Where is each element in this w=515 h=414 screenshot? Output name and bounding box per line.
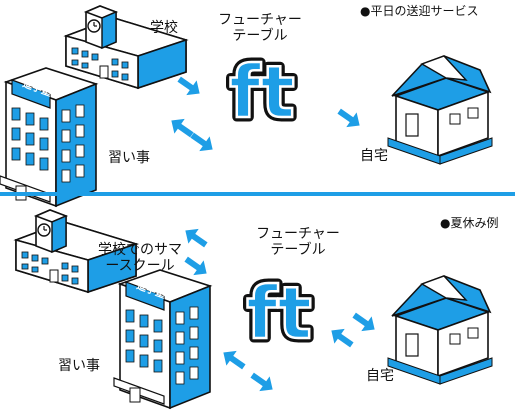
bottom-heading: ●夏休み例 xyxy=(440,216,499,230)
top-panel: ft ft 進学塾 xyxy=(0,5,493,207)
school-label: 学校でのサマースクール xyxy=(98,242,182,274)
panel-divider xyxy=(0,192,515,196)
home-label: 自宅 xyxy=(366,368,394,384)
ft-logo-outline: ft xyxy=(229,50,295,134)
ft-logo-icon: ft ft xyxy=(242,267,317,360)
arrow-icon xyxy=(334,103,365,133)
ft-label: フューチャーテーブル xyxy=(218,12,302,44)
home-label: 自宅 xyxy=(360,148,388,164)
juku-label: 習い事 xyxy=(108,150,150,166)
arrow-icon xyxy=(174,71,205,101)
ft-logo-icon: ft ft xyxy=(225,46,300,139)
double-arrow-icon xyxy=(166,113,218,157)
double-arrow-icon xyxy=(326,307,380,353)
bottom-panel: ft ft 進学塾 xyxy=(15,209,493,409)
ft-logo-text: ft xyxy=(229,50,295,134)
ft-logo-text: ft xyxy=(246,271,312,355)
house-icon xyxy=(387,275,493,385)
ft-label: フューチャーテーブル xyxy=(256,226,340,258)
house-icon xyxy=(387,55,493,165)
ft-logo-outline: ft xyxy=(246,271,312,355)
top-heading: ●平日の送迎サービス xyxy=(360,4,479,18)
school-label: 学校 xyxy=(150,20,178,36)
juku-label: 習い事 xyxy=(58,358,100,374)
school-building-icon xyxy=(65,5,187,89)
